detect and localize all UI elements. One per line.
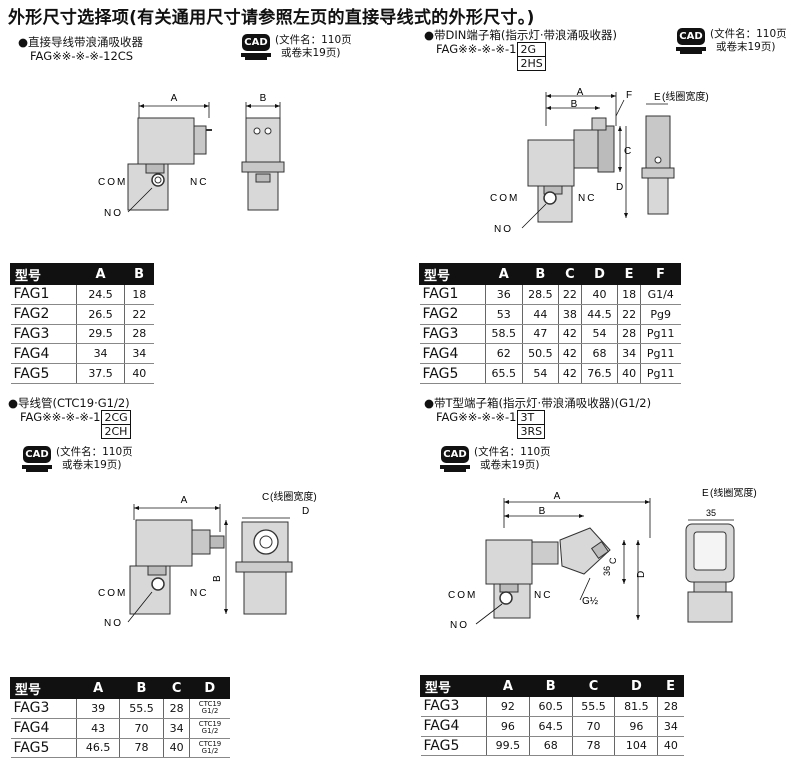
- svg-text:A: A: [171, 93, 178, 104]
- svg-text:(线圈宽度): (线圈宽度): [662, 90, 709, 103]
- svg-text:(线圈宽度): (线圈宽度): [710, 488, 757, 499]
- section-title: ●导线管(CTC19·G1/2): [8, 396, 130, 410]
- section-title: ●带T型端子箱(指示灯·带浪涌吸收器)(G1/2): [424, 396, 652, 410]
- cad-icon: CAD: [241, 34, 271, 60]
- svg-text:36: 36: [602, 566, 612, 576]
- cad-reference[interactable]: CAD (文件名：110页或卷末19页): [241, 34, 352, 60]
- cad-reference[interactable]: CAD (文件名：110页或卷末19页): [22, 446, 133, 472]
- drawing-s2: A B F C D COM NC NO E (线圈宽度): [488, 86, 733, 238]
- svg-text:NO: NO: [494, 224, 513, 235]
- cad-icon: CAD: [22, 446, 52, 472]
- cad-reference[interactable]: CAD (文件名：110页或卷末19页): [440, 446, 551, 472]
- drawing-s4: A B C D 36 G½ COM NC NO E (线圈宽度) 35: [444, 488, 778, 636]
- svg-text:B: B: [212, 575, 223, 582]
- svg-text:COM: COM: [448, 590, 477, 601]
- cad-reference[interactable]: CAD (文件名：110页或卷末19页): [676, 28, 787, 54]
- svg-text:35: 35: [706, 508, 716, 518]
- section-title: ●带DIN端子箱(指示灯·带浪涌吸收器): [424, 28, 618, 42]
- svg-text:A: A: [577, 87, 584, 98]
- svg-text:NC: NC: [190, 177, 208, 188]
- svg-text:NO: NO: [104, 618, 123, 629]
- svg-text:D: D: [302, 506, 309, 517]
- svg-text:(线圈宽度): (线圈宽度): [270, 490, 317, 503]
- svg-text:C: C: [624, 146, 631, 157]
- page-title: 外形尺寸选择项(有关通用尺寸请参照左页的直接导线式的外形尺寸。): [8, 8, 535, 28]
- svg-text:E: E: [702, 488, 709, 499]
- section-title: ●直接导线带浪涌吸收器: [18, 35, 144, 49]
- cad-icon: CAD: [440, 446, 470, 472]
- svg-text:F: F: [626, 90, 632, 101]
- model-code: FAG※※-※-※-1: [20, 410, 101, 424]
- svg-text:COM: COM: [98, 177, 127, 188]
- section-header-s1: ●直接导线带浪涌吸收器 FAG※※-※-※-12CS: [18, 35, 143, 63]
- model-code: FAG※※-※-※-12CS: [30, 49, 134, 63]
- model-code: FAG※※-※-※-1: [436, 42, 517, 56]
- model-code: FAG※※-※-※-1: [436, 410, 517, 424]
- svg-text:D: D: [636, 571, 647, 578]
- svg-text:A: A: [181, 495, 188, 506]
- svg-text:D: D: [616, 182, 623, 193]
- svg-text:NC: NC: [578, 193, 596, 204]
- svg-text:A: A: [554, 491, 561, 502]
- svg-text:B: B: [539, 506, 546, 517]
- svg-text:NO: NO: [104, 208, 123, 219]
- svg-text:COM: COM: [490, 193, 519, 204]
- drawing-s1: A COM NC NO B: [92, 88, 302, 228]
- svg-text:B: B: [260, 93, 267, 104]
- svg-text:G½: G½: [582, 596, 599, 607]
- section-header-s4: ●带T型端子箱(指示灯·带浪涌吸收器)(G1/2) FAG※※-※-※-1 3T…: [424, 396, 651, 439]
- svg-text:NC: NC: [534, 590, 552, 601]
- svg-text:COM: COM: [98, 588, 127, 599]
- svg-text:B: B: [571, 99, 578, 110]
- svg-text:E: E: [654, 92, 661, 103]
- svg-text:NO: NO: [450, 620, 469, 631]
- svg-text:NC: NC: [190, 588, 208, 599]
- cad-icon: CAD: [676, 28, 706, 54]
- drawing-s3: A B COM NC NO C (线圈宽度) D: [92, 490, 332, 632]
- svg-text:C: C: [608, 557, 618, 564]
- svg-text:C: C: [262, 492, 269, 503]
